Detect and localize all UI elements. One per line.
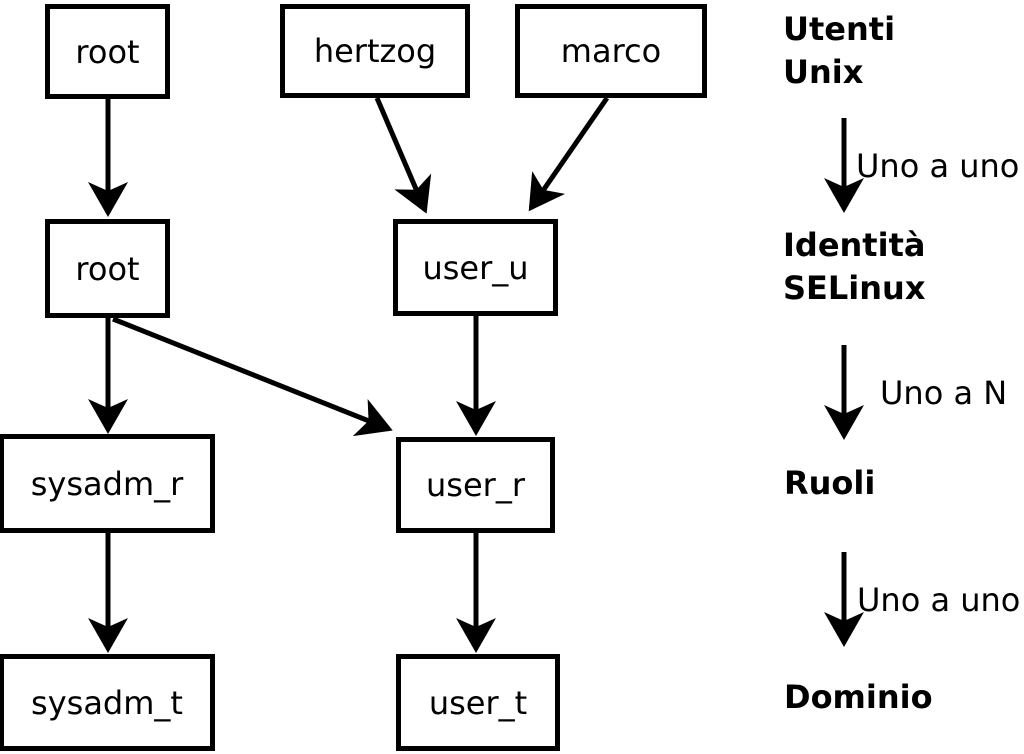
node-role-user-r: user_r: [396, 437, 555, 533]
legend-heading-utenti-unix: Utenti Unix: [783, 10, 896, 91]
node-identity-user-u: user_u: [393, 219, 558, 316]
legend-heading-dominio: Dominio: [784, 678, 933, 716]
legend-label-uno-a-uno-1: Uno a uno: [856, 147, 1020, 185]
edge-marco-to-user-u: [528, 96, 610, 212]
legend-label-uno-a-uno-2: Uno a uno: [857, 581, 1021, 619]
legend-heading-ruoli: Ruoli: [784, 464, 876, 502]
edge-hertzog-to-user-u: [374, 97, 432, 214]
node-role-sysadm-r: sysadm_r: [0, 434, 215, 533]
legend-label-uno-a-n: Uno a N: [880, 374, 1008, 412]
node-unix-hertzog: hertzog: [280, 4, 470, 98]
legend-heading-identita-selinux: Identità SELinux: [783, 226, 926, 307]
node-unix-marco: marco: [515, 4, 707, 98]
edge-root-to-user-r: [112, 316, 393, 437]
node-identity-root: root: [45, 219, 170, 318]
node-unix-root: root: [45, 4, 170, 99]
node-domain-user-t: user_t: [396, 654, 560, 751]
node-domain-sysadm-t: sysadm_t: [0, 654, 215, 751]
